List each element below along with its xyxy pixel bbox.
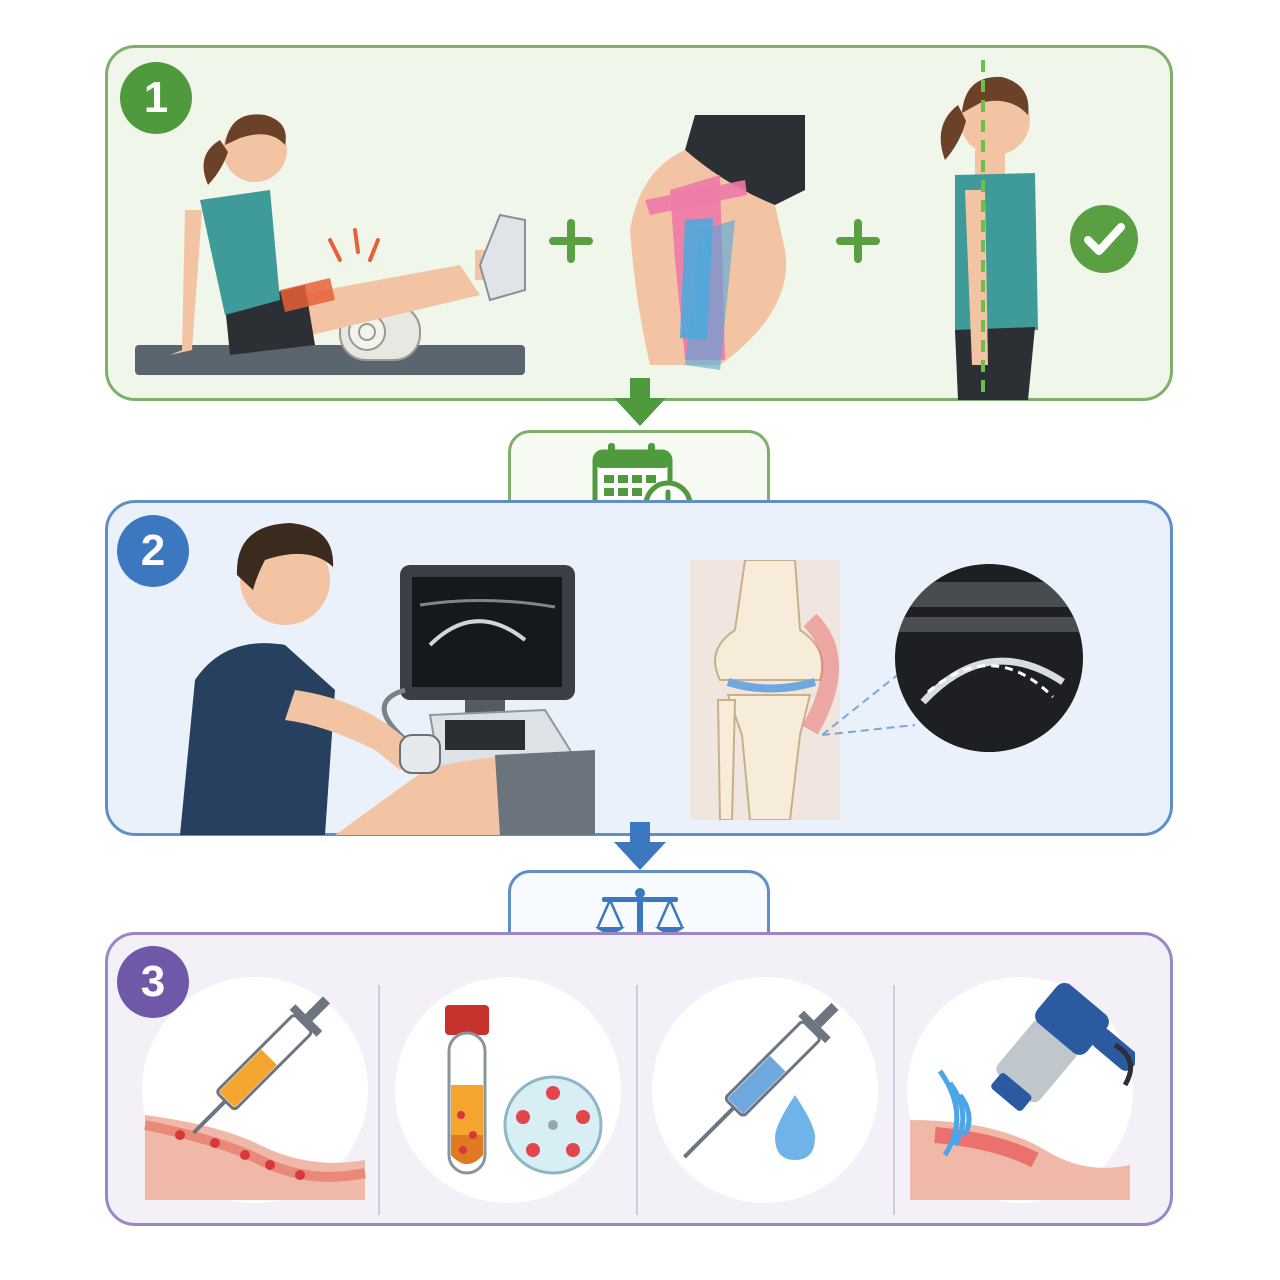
ultrasound-image-icon [893, 562, 1085, 754]
plus-icon [548, 218, 594, 264]
check-circle-icon [1068, 203, 1140, 275]
posture-alignment-icon [910, 55, 1050, 400]
leg-raise-exercise-icon [130, 100, 530, 385]
divider [636, 985, 638, 1215]
injection-into-tissue-icon [140, 975, 370, 1205]
ultrasound-exam-icon [175, 515, 595, 835]
blood-tube-platelet-icon [393, 975, 623, 1205]
plus-icon [835, 218, 881, 264]
syringe-drop-icon [650, 975, 880, 1205]
shockwave-therapy-icon [905, 975, 1135, 1205]
arrow-down-icon [612, 822, 668, 872]
knee-taping-icon [625, 110, 815, 370]
divider [893, 985, 895, 1215]
arrow-down-icon [612, 378, 668, 428]
divider [378, 985, 380, 1215]
knee-anatomy-icon [690, 560, 840, 820]
